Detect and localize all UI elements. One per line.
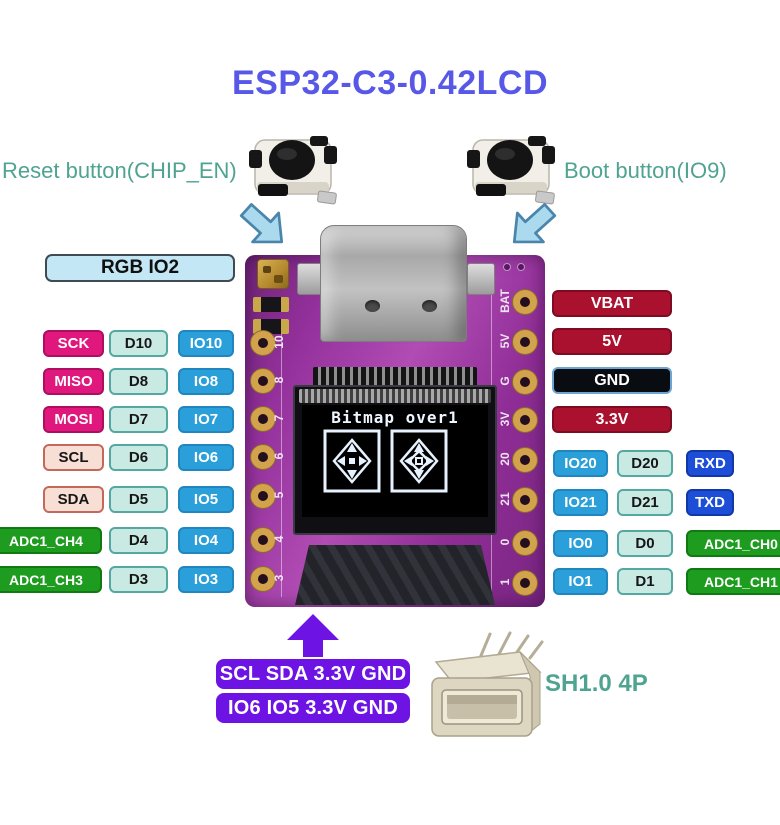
through-hole [513, 571, 537, 595]
pin-label-d21: D21 [617, 489, 673, 516]
rgb-led [257, 259, 289, 289]
pin-label-rxd: RXD [686, 450, 734, 477]
through-hole [513, 531, 537, 555]
page-title: ESP32-C3-0.42LCD [231, 64, 548, 102]
silkscreen-label: 1 [498, 578, 512, 586]
silkscreen-label: 10 [272, 335, 286, 349]
silkscreen-label: 6 [272, 452, 286, 460]
boot-arrow-icon [512, 203, 557, 244]
smd-component [253, 297, 289, 312]
through-hole [513, 488, 537, 512]
boot-button-photo [467, 136, 555, 205]
pin-label-txd: TXD [686, 489, 734, 516]
oled-screen: Bitmap over1 [302, 405, 488, 517]
pin-label-io8: IO8 [178, 368, 234, 395]
pin-label-io21: IO21 [553, 489, 608, 516]
pin-label-adc1_ch1: ADC1_CH1 [686, 568, 780, 595]
silkscreen-label: 20 [498, 452, 512, 466]
oled-bitmap-icon-right [390, 429, 448, 493]
pin-label-io7: IO7 [178, 406, 234, 433]
pin-label-io1: IO1 [553, 568, 608, 595]
pin-label-adc1_ch0: ADC1_CH0 [686, 530, 780, 557]
pin-label-d10: D10 [109, 330, 168, 357]
reset-button-photo [249, 136, 337, 205]
pin-label-mosi: MOSI [43, 406, 104, 433]
silkscreen-label: 21 [498, 492, 512, 506]
usb-rivet [422, 300, 437, 312]
via [517, 263, 525, 271]
silkscreen-label: 3V [498, 411, 512, 427]
pin-label-io6: IO6 [178, 444, 234, 471]
usb-pins [313, 367, 477, 387]
usb-shield-tab [467, 263, 495, 295]
pin-label-scl: SCL [43, 444, 104, 471]
oled-flex-cable [295, 545, 495, 605]
pin-label-d8: D8 [109, 368, 168, 395]
pin-label-d3: D3 [109, 566, 168, 593]
silkscreen-label: 0 [498, 538, 512, 546]
pin-label-sda: SDA [43, 486, 104, 513]
i2c-header-arrow-icon [287, 614, 339, 657]
through-hole [251, 445, 275, 469]
through-hole [513, 408, 537, 432]
through-hole [251, 484, 275, 508]
pin-label-adc1_ch3: ADC1_CH3 [0, 566, 102, 593]
pin-label-io10: IO10 [178, 330, 234, 357]
pin-label-vbat: VBAT [552, 290, 672, 317]
silkscreen-line-left [281, 321, 282, 597]
silkscreen-label: BAT [498, 289, 512, 313]
pin-label-d1: D1 [617, 568, 673, 595]
oled-driver-strip [299, 389, 491, 403]
rgb-io2-callout: RGB IO2 [45, 254, 235, 282]
silkscreen-label: 4 [272, 535, 286, 543]
oled-text: Bitmap over1 [331, 408, 459, 427]
pin-label-io5: IO5 [178, 486, 234, 513]
silkscreen-label: 7 [272, 414, 286, 422]
header-pins-row2: IO6 IO5 3.3V GND [216, 693, 410, 723]
boot-button-label: Boot button(IO9) [564, 158, 727, 183]
header-pins-row1: SCL SDA 3.3V GND [216, 659, 410, 689]
through-hole [513, 330, 537, 354]
pcb-board-photo: Bitmap over1 10 8 7 6 5 4 3 BAT 5V G 3V 20 21 0 1 [245, 225, 545, 607]
through-hole [513, 370, 537, 394]
through-hole [513, 448, 537, 472]
pin-label-miso: MISO [43, 368, 104, 395]
through-hole [251, 407, 275, 431]
pin-label-d4: D4 [109, 527, 168, 554]
through-hole [513, 290, 537, 314]
sh-connector-label: SH1.0 4P [545, 670, 648, 697]
through-hole [251, 369, 275, 393]
pin-label-d20: D20 [617, 450, 673, 477]
pin-label-3.3v: 3.3V [552, 406, 672, 433]
sh-connector-photo [431, 631, 544, 737]
usb-rivet [365, 300, 380, 312]
silkscreen-label: G [498, 376, 512, 386]
silkscreen-label: 3 [272, 574, 286, 582]
pin-label-io4: IO4 [178, 527, 234, 554]
through-hole [251, 528, 275, 552]
oled-module: Bitmap over1 [293, 385, 497, 535]
pin-label-sck: SCK [43, 330, 104, 357]
via [503, 263, 511, 271]
pin-label-d7: D7 [109, 406, 168, 433]
pin-label-d6: D6 [109, 444, 168, 471]
pin-label-io0: IO0 [553, 530, 608, 557]
pin-label-adc1_ch4: ADC1_CH4 [0, 527, 102, 554]
silkscreen-label: 5 [272, 491, 286, 499]
reset-button-label: Reset button(CHIP_EN) [2, 158, 237, 183]
oled-bitmap-icon-left [323, 429, 381, 493]
pin-label-d5: D5 [109, 486, 168, 513]
pin-label-io3: IO3 [178, 566, 234, 593]
smd-component [253, 319, 289, 334]
silkscreen-label: 5V [498, 333, 512, 349]
through-hole [251, 331, 275, 355]
pin-label-d0: D0 [617, 530, 673, 557]
silkscreen-label: 8 [272, 376, 286, 384]
pin-label-gnd: GND [552, 367, 672, 394]
pin-label-io20: IO20 [553, 450, 608, 477]
through-hole [251, 567, 275, 591]
usb-c-connector [320, 225, 467, 342]
reset-arrow-icon [239, 203, 284, 244]
pin-label-5v: 5V [552, 328, 672, 355]
